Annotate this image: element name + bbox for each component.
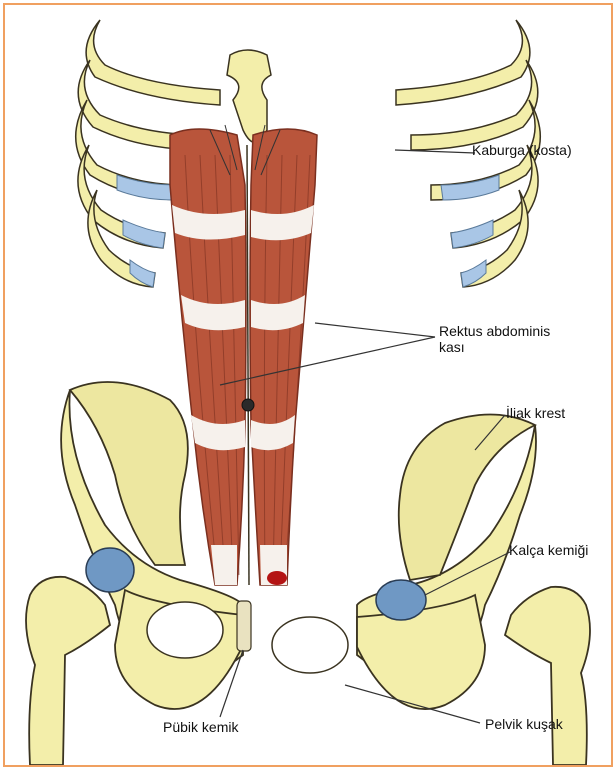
anatomy-illustration	[5, 5, 611, 765]
label-pubik: Pübik kemik	[163, 719, 238, 736]
figure-frame: Kaburga (kosta) Rektus abdominis kası İl…	[3, 3, 613, 767]
label-iliak: İliak krest	[506, 405, 565, 422]
label-pelvik: Pelvik kuşak	[485, 716, 563, 733]
label-rektus-line2: kası	[439, 339, 465, 356]
navel	[242, 399, 254, 411]
rectus-abdominis	[170, 125, 317, 585]
label-kalca: Kalça kemiği	[509, 542, 588, 559]
label-kaburga: Kaburga (kosta)	[472, 142, 572, 159]
pubic-symphysis	[237, 601, 251, 651]
insertion-highlight	[267, 571, 287, 585]
label-rektus-line1: Rektus abdominis	[439, 323, 550, 340]
